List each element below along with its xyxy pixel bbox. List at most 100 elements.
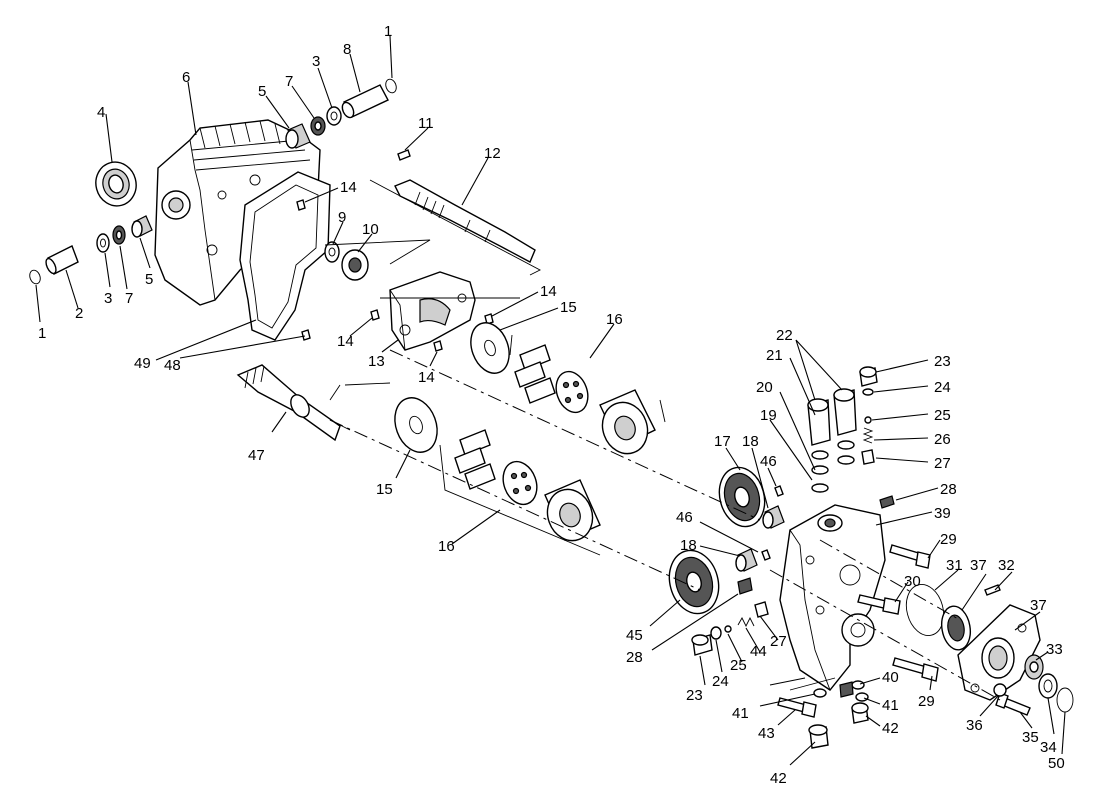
ball-part-25-bottom (724, 625, 732, 633)
housing-part-6 (154, 119, 321, 306)
leader-lines (35, 35, 1066, 766)
label-25: 25 (934, 407, 951, 424)
label-31: 31 (946, 557, 963, 574)
label-36: 36 (966, 717, 983, 734)
bearing-part-5-left (131, 215, 153, 238)
seal-part-41 (813, 688, 869, 702)
ring-part-7-left (112, 225, 126, 245)
washer-part-3-top (326, 106, 342, 126)
label-5: 5 (145, 271, 153, 288)
label-37: 37 (1030, 597, 1047, 614)
bolt-part-30 (857, 594, 901, 615)
label-2: 2 (75, 305, 83, 322)
bearing-part-18-top (762, 505, 785, 529)
label-46: 46 (676, 509, 693, 526)
label-27: 27 (934, 455, 951, 472)
washer-part-3-left (96, 233, 110, 253)
label-1: 1 (384, 23, 392, 40)
label-21: 21 (766, 347, 783, 364)
thrust-washer-part-15-bottom (394, 397, 438, 453)
label-49: 49 (134, 355, 151, 372)
ball-part-25-top (864, 416, 872, 424)
bolt-part-43 (777, 697, 817, 718)
label-23: 23 (934, 353, 951, 370)
bolt-part-29-bottom (892, 657, 939, 682)
label-12: 12 (484, 145, 501, 162)
label-23: 23 (686, 687, 703, 704)
spring-part-28-top (879, 495, 895, 509)
ring-part-7-top (310, 116, 326, 136)
label-15: 15 (560, 299, 577, 316)
label-15: 15 (376, 481, 393, 498)
shaft-part-12 (394, 179, 536, 263)
seal-rings-part-19-21 (811, 440, 855, 493)
seal-part-9 (324, 241, 340, 263)
label-5: 5 (258, 83, 266, 100)
washer-part-40 (851, 680, 865, 690)
bearing-part-33 (1024, 654, 1044, 680)
label-16: 16 (438, 538, 455, 555)
bolt-part-29-top (889, 544, 931, 569)
label-20: 20 (756, 379, 773, 396)
dowel-pins-part-14 (296, 199, 494, 352)
label-47: 47 (248, 447, 265, 464)
spring-part-28-bottom (737, 577, 753, 595)
valve-plate-part-17 (718, 466, 766, 528)
seal-part-24-bottom (710, 626, 722, 640)
center-section-part-39 (779, 504, 886, 691)
charge-cover-part-37 (957, 604, 1041, 701)
label-25: 25 (730, 657, 747, 674)
thrust-washer-part-15-top (470, 322, 510, 374)
gerotor-part-37 (940, 605, 972, 651)
spring-part-44 (737, 616, 755, 628)
label-17: 17 (714, 433, 731, 450)
key-part-11 (397, 149, 411, 161)
valve-cartridges-part-22 (807, 388, 857, 446)
piston-group-part-16-top (514, 344, 656, 455)
label-11: 11 (418, 115, 434, 132)
label-39: 39 (934, 505, 951, 522)
label-27: 27 (770, 633, 787, 650)
label-9: 9 (338, 209, 346, 226)
label-19: 19 (760, 407, 777, 424)
label-29: 29 (918, 693, 935, 710)
plug-part-42-center (839, 681, 854, 698)
piston-group-part-16-bottom (454, 429, 601, 542)
label-8: 8 (343, 41, 351, 58)
washer-part-36 (993, 683, 1007, 697)
label-6: 6 (182, 69, 190, 86)
label-45: 45 (626, 627, 643, 644)
snap-ring-part-1-left (29, 269, 41, 285)
snap-ring-part-1-top (385, 78, 397, 94)
label-40: 40 (882, 669, 899, 686)
label-42: 42 (882, 720, 899, 737)
bearing-part-5-top (285, 123, 311, 149)
plug-part-23-top (859, 366, 878, 387)
seal-part-34 (1038, 673, 1058, 699)
spring-part-26 (862, 427, 874, 444)
label-10: 10 (362, 221, 379, 238)
gasket-part-49 (239, 171, 331, 341)
poppet-part-27-top (861, 449, 875, 465)
label-3: 3 (104, 290, 112, 307)
bearing-part-4 (95, 161, 137, 207)
label-16: 16 (606, 311, 623, 328)
label-14: 14 (540, 283, 557, 300)
plug-part-23-bottom (691, 634, 713, 656)
label-42: 42 (770, 770, 787, 787)
plug-part-42 (808, 702, 869, 749)
label-35: 35 (1022, 729, 1039, 746)
label-48: 48 (164, 357, 181, 374)
swashplate-part-13 (389, 271, 476, 351)
snap-ring-part-50 (1056, 687, 1074, 713)
label-44: 44 (750, 643, 767, 660)
label-28: 28 (940, 481, 957, 498)
label-29: 29 (940, 531, 957, 548)
label-7: 7 (285, 73, 293, 90)
label-43: 43 (758, 725, 775, 742)
label-18: 18 (742, 433, 759, 450)
label-1: 1 (38, 325, 46, 342)
callout-labels: 1 1 2 3 3 4 5 5 6 7 7 8 9 10 11 12 13 14… (38, 23, 1065, 787)
label-50: 50 (1048, 755, 1065, 772)
label-30: 30 (904, 573, 921, 590)
